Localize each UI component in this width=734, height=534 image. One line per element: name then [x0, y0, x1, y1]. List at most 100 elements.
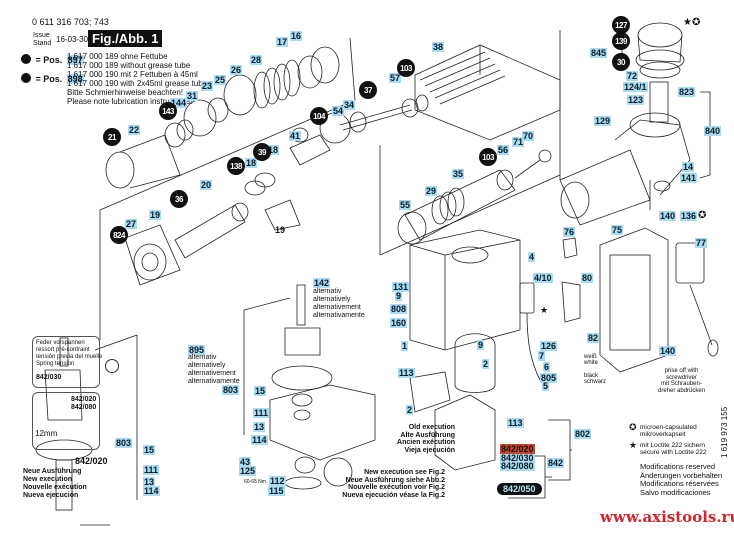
callout-28[interactable]: 28	[250, 55, 263, 65]
callout-72[interactable]: 72	[626, 71, 639, 81]
callout-36[interactable]: 36	[170, 190, 188, 208]
callout-842[interactable]: 842	[547, 458, 565, 468]
callout-103-top[interactable]: 103	[397, 59, 415, 77]
callout-29[interactable]: 29	[425, 186, 438, 196]
callout-104[interactable]: 104	[310, 107, 328, 125]
callout-80[interactable]: 80	[581, 273, 594, 283]
callout-23[interactable]: 23	[201, 81, 214, 91]
callout-103-lower[interactable]: 103	[479, 148, 497, 166]
callout-26[interactable]: 26	[230, 65, 243, 75]
callout-823[interactable]: 823	[678, 87, 696, 97]
callout-22[interactable]: 22	[128, 125, 141, 135]
callout-1[interactable]: 1	[401, 341, 409, 351]
callout-38[interactable]: 38	[432, 42, 445, 52]
wire-white-label: weiß white	[584, 354, 598, 366]
callout-803-center[interactable]: 803	[222, 385, 240, 395]
callout-112[interactable]: 112	[269, 476, 286, 486]
callout-124-1[interactable]: 124/1	[623, 82, 648, 92]
callout-77[interactable]: 77	[695, 238, 708, 248]
callout-70[interactable]: 70	[522, 131, 535, 141]
callout-18-b[interactable]: 18	[245, 158, 258, 168]
callout-9-a[interactable]: 9	[395, 291, 403, 301]
callout-56[interactable]: 56	[497, 145, 510, 155]
callout-16[interactable]: 16	[290, 31, 303, 41]
callout-20[interactable]: 20	[200, 180, 213, 190]
callout-113-b[interactable]: 113	[507, 418, 524, 428]
callout-129[interactable]: 129	[594, 116, 612, 126]
callout-895[interactable]: 895	[188, 345, 206, 355]
black-dot-icon	[21, 53, 31, 64]
callout-114-left[interactable]: 114	[143, 486, 160, 496]
callout-15-left[interactable]: 15	[143, 445, 156, 455]
callout-37[interactable]: 37	[359, 81, 377, 99]
callout-35[interactable]: 35	[452, 169, 465, 179]
watermark[interactable]: www.axistools.ru	[600, 508, 734, 526]
callout-125[interactable]: 125	[239, 466, 257, 476]
callout-27[interactable]: 27	[125, 219, 138, 229]
callout-114-center[interactable]: 114	[251, 435, 268, 445]
callout-127[interactable]: 127	[612, 16, 630, 34]
callout-34[interactable]: 34	[343, 100, 356, 110]
callout-7[interactable]: 7	[538, 351, 546, 361]
callout-21[interactable]: 21	[103, 128, 121, 146]
callout-842-030[interactable]: 842/030	[500, 453, 535, 463]
callout-845[interactable]: 845	[590, 48, 608, 58]
callout-14[interactable]: 14	[682, 162, 695, 172]
callout-18-a[interactable]: 18	[267, 145, 280, 155]
callout-160[interactable]: 160	[390, 318, 408, 328]
callout-75[interactable]: 75	[611, 225, 624, 235]
callout-13-center[interactable]: 13	[253, 422, 266, 432]
callout-2-b[interactable]: 2	[406, 405, 414, 415]
callout-144[interactable]: 144	[170, 98, 188, 108]
callout-840[interactable]: 840	[704, 126, 722, 136]
callout-6[interactable]: 6	[543, 362, 551, 372]
callout-4[interactable]: 4	[528, 252, 536, 262]
callout-802[interactable]: 802	[574, 429, 592, 439]
callout-30[interactable]: 30	[612, 53, 630, 71]
part-16	[310, 46, 340, 84]
callout-131[interactable]: 131	[392, 282, 410, 292]
callout-138[interactable]: 138	[227, 157, 245, 175]
callout-842-050[interactable]: 842/050	[497, 483, 542, 495]
callout-2-a[interactable]: 2	[482, 359, 490, 369]
callout-111-left[interactable]: 111	[143, 465, 160, 475]
callout-808[interactable]: 808	[390, 304, 408, 314]
callout-842-080[interactable]: 842/080	[500, 461, 535, 471]
callout-141[interactable]: 141	[680, 173, 698, 183]
callout-41[interactable]: 41	[289, 131, 302, 141]
callout-17[interactable]: 17	[276, 37, 289, 47]
callout-126[interactable]: 126	[540, 341, 558, 351]
callout-4-10[interactable]: 4/10	[533, 273, 553, 283]
callout-9-b[interactable]: 9	[477, 340, 485, 350]
callout-76[interactable]: 76	[563, 227, 576, 237]
callout-143[interactable]: 143	[159, 102, 177, 120]
callout-15-center[interactable]: 15	[254, 386, 267, 396]
callout-111-center[interactable]: 111	[253, 408, 270, 418]
callout-54[interactable]: 54	[332, 106, 345, 116]
callout-82[interactable]: 82	[587, 333, 600, 343]
callout-142[interactable]: 142	[313, 278, 331, 288]
callout-43[interactable]: 43	[239, 457, 252, 467]
callout-824[interactable]: 824	[110, 226, 128, 244]
callout-140-top[interactable]: 140	[659, 211, 677, 221]
callout-803-left[interactable]: 803	[115, 438, 133, 448]
callout-115[interactable]: 115	[268, 486, 285, 496]
callout-123[interactable]: 123	[627, 95, 645, 105]
callout-805[interactable]: 805	[540, 373, 558, 383]
callout-136[interactable]: 136	[680, 211, 698, 221]
callout-25[interactable]: 25	[214, 75, 227, 85]
callout-19-gear[interactable]: 19	[275, 225, 286, 235]
callout-39[interactable]: 39	[253, 143, 271, 161]
callout-13-left[interactable]: 13	[143, 477, 156, 487]
callout-140-bottom[interactable]: 140	[659, 346, 677, 356]
callout-842-020-highlighted[interactable]: 842/020	[500, 444, 535, 454]
callout-19[interactable]: 19	[149, 210, 162, 220]
callout-113-a[interactable]: 113	[398, 368, 415, 378]
callout-55[interactable]: 55	[399, 200, 412, 210]
callout-31[interactable]: 31	[186, 91, 199, 101]
part-41	[289, 134, 331, 166]
callout-5[interactable]: 5	[542, 381, 550, 391]
callout-71[interactable]: 71	[512, 137, 525, 147]
callout-139[interactable]: 139	[612, 32, 630, 50]
callout-57[interactable]: 57	[389, 73, 402, 83]
